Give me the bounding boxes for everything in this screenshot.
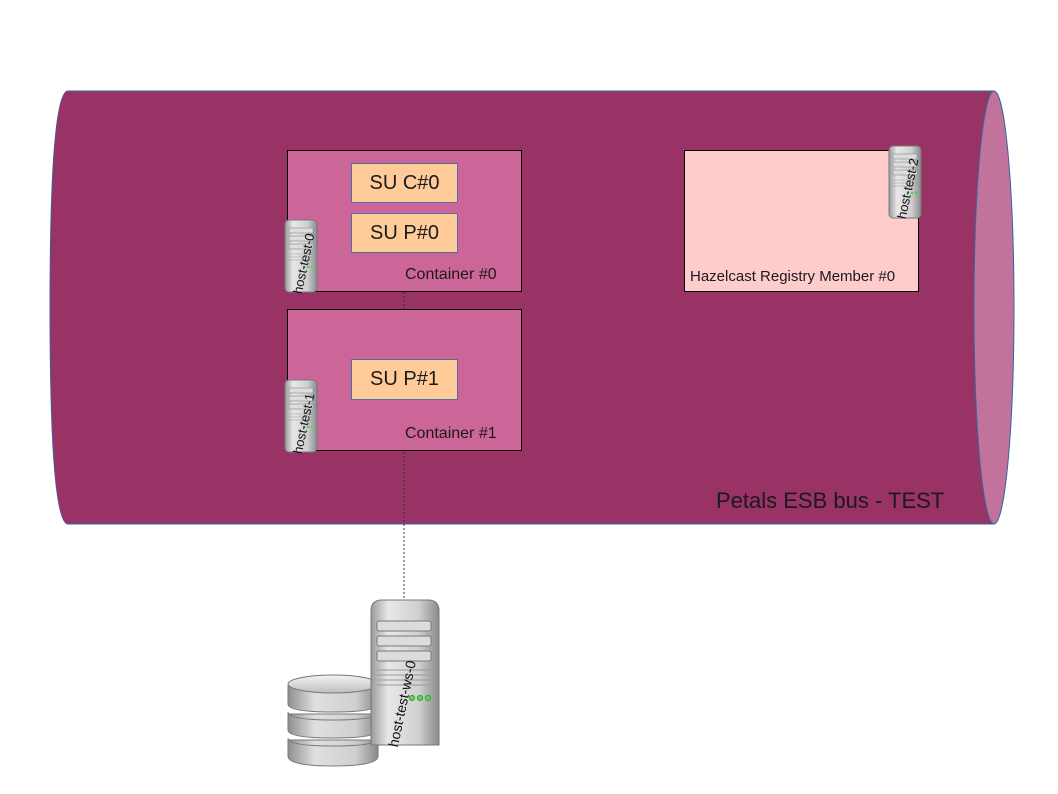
bus-end-cap [973,90,1015,525]
service-unit-su-c0[interactable]: SU C#0 [351,163,458,203]
su-label: SU P#1 [370,368,439,390]
service-unit-su-p1[interactable]: SU P#1 [351,359,458,400]
server-icon [284,379,318,453]
server-icon [888,145,922,219]
server-icon [284,219,318,293]
su-label: SU P#0 [370,221,439,244]
container-1-label: Container #1 [405,425,497,442]
registry-label: Hazelcast Registry Member #0 [690,268,896,285]
container-0-label: Container #0 [405,266,497,283]
server-icon [370,599,440,746]
bus-label: Petals ESB bus - TEST [716,488,945,513]
service-unit-su-p0[interactable]: SU P#0 [351,213,458,253]
su-label: SU C#0 [369,171,440,194]
hazelcast-registry-member[interactable] [684,150,919,292]
